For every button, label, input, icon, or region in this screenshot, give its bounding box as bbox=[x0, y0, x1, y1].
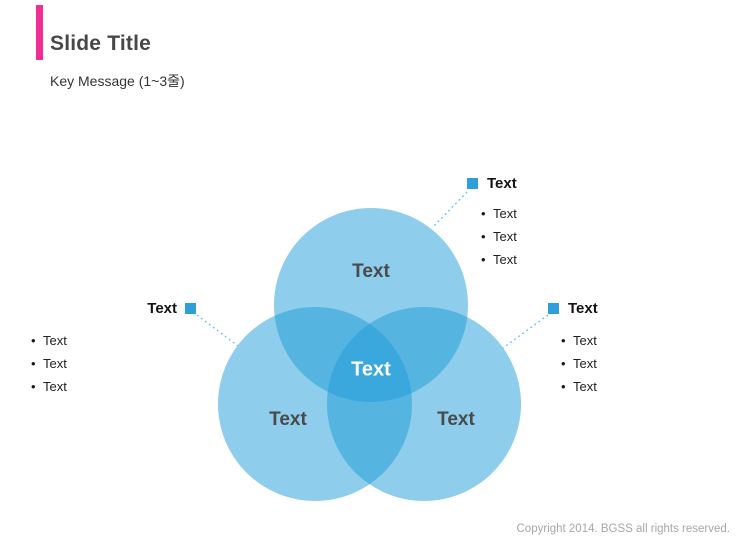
bullet-icon: • bbox=[481, 206, 486, 221]
list-item-label: Text bbox=[43, 379, 67, 394]
connector-left bbox=[196, 314, 239, 347]
list-item: • Text bbox=[561, 375, 597, 398]
callout-right-list: • Text • Text • Text bbox=[561, 329, 597, 398]
square-marker-icon bbox=[548, 303, 559, 314]
list-item: • Text bbox=[481, 202, 517, 225]
list-item: • Text bbox=[561, 352, 597, 375]
page-title: Slide Title bbox=[50, 32, 152, 55]
list-item: • Text bbox=[481, 248, 517, 271]
venn-label-top: Text bbox=[352, 261, 390, 282]
callout-left-list: • Text • Text • Text bbox=[31, 329, 67, 398]
bullet-icon: • bbox=[561, 379, 566, 394]
venn-label-center: Text bbox=[351, 358, 391, 381]
bullet-icon: • bbox=[561, 333, 566, 348]
connector-top-right bbox=[431, 191, 468, 229]
list-item-label: Text bbox=[573, 333, 597, 348]
list-item-label: Text bbox=[573, 356, 597, 371]
connector-right bbox=[502, 314, 549, 349]
callout-top-right-title: Text bbox=[487, 175, 517, 192]
list-item-label: Text bbox=[43, 356, 67, 371]
key-message: Key Message (1~3줄) bbox=[50, 73, 185, 89]
list-item: • Text bbox=[31, 352, 67, 375]
callout-left-title: Text bbox=[147, 300, 177, 317]
venn-label-bottom-left: Text bbox=[269, 409, 307, 430]
list-item-label: Text bbox=[493, 206, 517, 221]
bullet-icon: • bbox=[31, 379, 36, 394]
bullet-icon: • bbox=[481, 229, 486, 244]
bullet-icon: • bbox=[31, 333, 36, 348]
list-item-label: Text bbox=[493, 229, 517, 244]
accent-bar bbox=[36, 5, 43, 60]
callout-right-title: Text bbox=[568, 300, 598, 317]
list-item: • Text bbox=[561, 329, 597, 352]
list-item: • Text bbox=[481, 225, 517, 248]
venn-circle-bottom-right bbox=[327, 307, 521, 501]
list-item: • Text bbox=[31, 329, 67, 352]
bullet-icon: • bbox=[481, 252, 486, 267]
copyright-text: Copyright 2014. BGSS all rights reserved… bbox=[516, 523, 731, 535]
bullet-icon: • bbox=[31, 356, 36, 371]
square-marker-icon bbox=[185, 303, 196, 314]
venn-label-bottom-right: Text bbox=[437, 409, 475, 430]
square-marker-icon bbox=[467, 178, 478, 189]
list-item-label: Text bbox=[493, 252, 517, 267]
bullet-icon: • bbox=[561, 356, 566, 371]
list-item-label: Text bbox=[43, 333, 67, 348]
list-item-label: Text bbox=[573, 379, 597, 394]
list-item: • Text bbox=[31, 375, 67, 398]
callout-top-right-list: • Text • Text • Text bbox=[481, 202, 517, 271]
